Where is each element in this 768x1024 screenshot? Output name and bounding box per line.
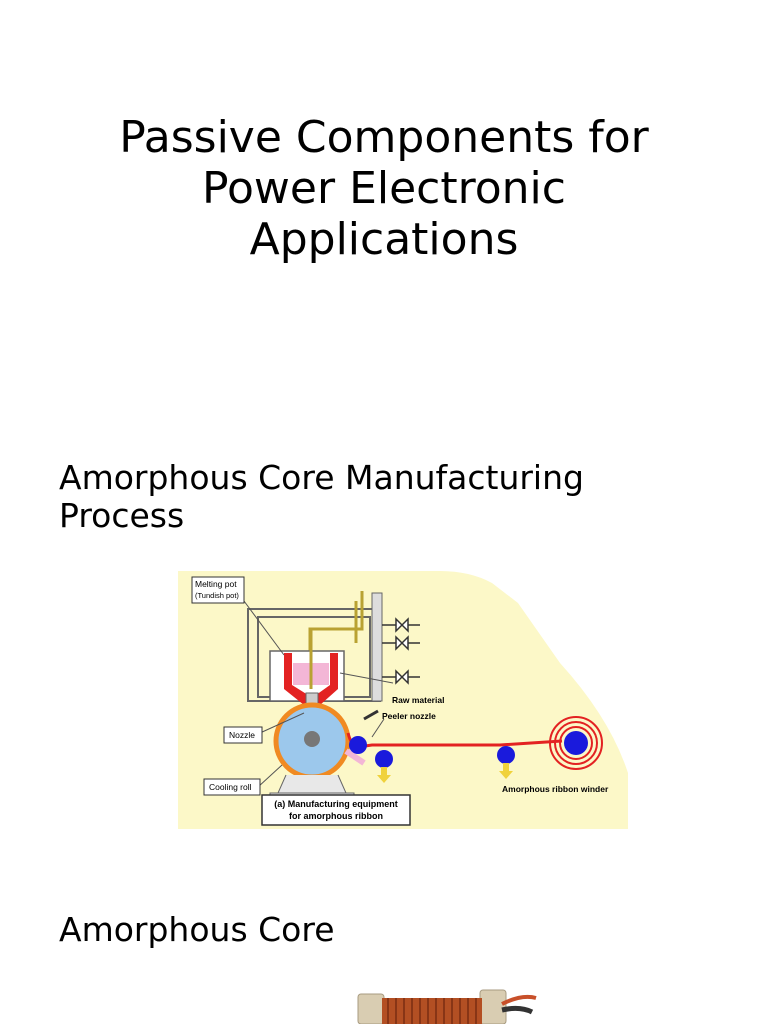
core-bracket-right [479,989,507,1024]
ribbon-winder-label: Amorphous ribbon winder [502,784,609,794]
raw-material-label: Raw material [392,695,444,705]
guide-arrow-3 [499,763,513,779]
title-line-2: Power Electronic [202,163,566,214]
section-heading-core: Amorphous Core [59,910,335,949]
guide-roller-1 [349,736,367,754]
tundish-pot-label: (Tundish pot) [195,591,239,600]
valve-icons [382,617,420,685]
copper-winding [382,998,482,1024]
chamber-wall [371,592,383,702]
core-bracket-left [357,993,385,1024]
guide-roller-2 [375,750,393,768]
manufacturing-equipment-diagram: Melting pot (Tundish pot) Raw material P… [178,571,628,829]
melting-pot-label-box [191,576,245,604]
lead-wire [501,994,537,1006]
winding-turns [387,998,477,1024]
guide-arrow-2 [377,767,391,783]
lead-wire-dark [501,1005,534,1015]
roll-stand [277,774,347,794]
melting-pot-label: Melting pot [195,579,237,589]
peeler-nozzle-icon [363,709,379,721]
caption-box [261,794,411,826]
ribbon-spray [344,748,366,766]
caption-line-2: for amorphous ribbon [289,811,383,821]
cooling-roll-label: Cooling roll [209,782,252,792]
heading-line-1: Amorphous Core Manufacturing [59,458,584,497]
amorphous-core-photo [357,989,537,1024]
nozzle-label-box [223,726,263,744]
cooling-roll-label-box [203,778,261,796]
title-line-1: Passive Components for [119,112,649,163]
caption-line-1: (a) Manufacturing equipment [274,799,398,809]
heading-line-2: Process [59,496,185,535]
melting-pot [284,653,338,705]
peeler-nozzle-label: Peeler nozzle [382,711,436,721]
nozzle-label: Nozzle [229,730,255,740]
slide-title: Passive Components for Power Electronic … [60,112,708,265]
guide-roller-3 [497,746,515,764]
title-line-3: Applications [249,214,519,265]
section-heading-manufacturing: Amorphous Core Manufacturing Process [59,459,584,535]
roll-axle [304,731,320,747]
ribbon-winder [549,716,603,770]
